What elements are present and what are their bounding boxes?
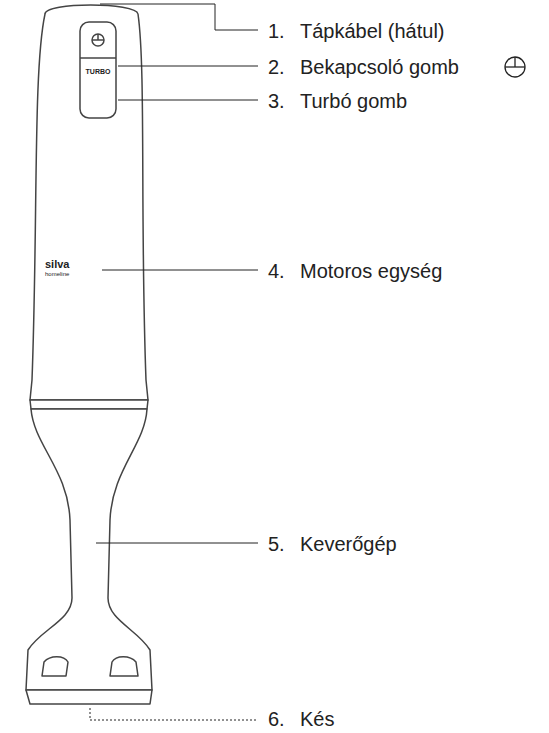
callout-number: 4. xyxy=(268,259,285,283)
part-name: Motoros egység xyxy=(300,259,442,283)
leader-line xyxy=(102,270,258,271)
blender-foot xyxy=(26,690,152,704)
button-divider xyxy=(80,57,116,59)
leader-line xyxy=(118,100,258,101)
brand-logo: silva xyxy=(45,258,69,271)
callout-number: 1. xyxy=(268,19,285,43)
foot-opening xyxy=(42,657,68,676)
power-symbol xyxy=(97,34,99,40)
part-name: Keverőgép xyxy=(300,532,397,556)
button-text: TURBO xyxy=(86,68,111,76)
separator-ring xyxy=(30,400,148,409)
part-name: Bekapcsoló gomb xyxy=(300,55,459,79)
callout-number: 2. xyxy=(268,55,285,79)
callout-number: 5. xyxy=(268,532,285,556)
power-symbol xyxy=(505,57,525,77)
part-name: Kés xyxy=(300,707,334,731)
leader-line xyxy=(96,543,258,544)
leader-line xyxy=(118,66,258,67)
part-name: Turbó gomb xyxy=(300,89,407,113)
leader-line xyxy=(90,708,258,720)
foot-opening xyxy=(110,657,138,676)
power-symbol xyxy=(92,34,104,46)
callout-number: 6. xyxy=(268,707,285,731)
part-name: Tápkábel (hátul) xyxy=(300,19,445,43)
blender-shaft xyxy=(26,409,152,690)
brand-logo: homeline xyxy=(45,271,69,278)
motor-unit xyxy=(30,5,148,400)
leader-line xyxy=(100,4,258,30)
button-panel xyxy=(80,22,116,118)
callout-number: 3. xyxy=(268,89,285,113)
